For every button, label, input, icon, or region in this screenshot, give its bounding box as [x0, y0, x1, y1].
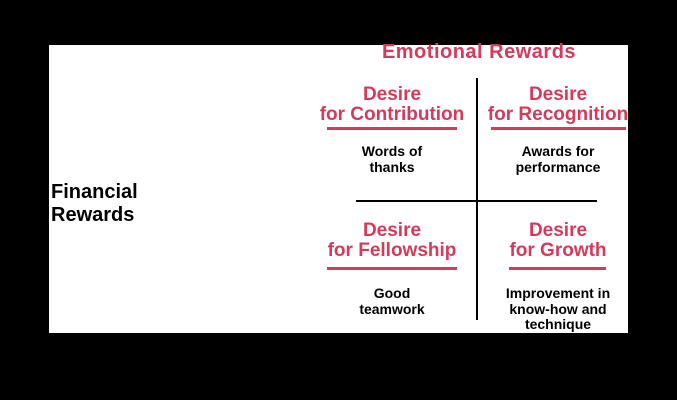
- quadrant-title-line2: for Recognition: [487, 104, 629, 125]
- quadrant-caption-line3: technique: [524, 316, 592, 332]
- quadrant-caption-fellowship: Good teamwork: [312, 285, 472, 317]
- quadrant-title-underline-recognition: [491, 127, 626, 130]
- quadrant-title-line1: Desire: [528, 220, 588, 241]
- quadrant-caption-line2: thanks: [369, 158, 415, 175]
- quadrant-title-line1: Desire: [362, 220, 422, 241]
- quadrant-title-fellowship: Desire for Fellowship: [312, 221, 472, 261]
- quadrant-title-recognition: Desire for Recognition: [478, 85, 638, 125]
- quadrant-caption-line2: performance: [515, 158, 601, 175]
- quadrant-title-growth: Desire for Growth: [478, 221, 638, 261]
- quadrant-caption-line1: Awards for: [521, 143, 595, 159]
- horizontal-divider-line: [356, 200, 597, 202]
- financial-label-line1: Financial: [51, 181, 138, 203]
- vertical-divider-line: [476, 78, 478, 320]
- emotional-rewards-axis-title: Emotional Rewards: [381, 41, 577, 63]
- quadrant-title-underline-fellowship: [327, 267, 457, 270]
- quadrant-title-line2: for Contribution: [319, 104, 465, 125]
- quadrant-caption-line1: Words of: [361, 143, 423, 159]
- financial-rewards-axis-title: Financial Rewards: [51, 181, 171, 227]
- quadrant-caption-line2: teamwork: [359, 300, 425, 317]
- quadrant-title-line2: for Growth: [509, 240, 607, 261]
- financial-label-line2: Rewards: [51, 204, 135, 226]
- quadrant-caption-line1: Good: [373, 285, 411, 301]
- quadrant-title-line1: Desire: [362, 84, 422, 105]
- quadrant-title-underline-contribution: [327, 127, 457, 130]
- quadrant-caption-contribution: Words of thanks: [312, 143, 472, 175]
- quadrant-title-line1: Desire: [528, 84, 588, 105]
- quadrant-caption-line2: know-how and: [509, 300, 607, 317]
- quadrant-caption-growth: Improvement in know-how and technique: [478, 285, 638, 333]
- quadrant-caption-line1: Improvement in: [505, 285, 611, 301]
- quadrant-title-contribution: Desire for Contribution: [312, 85, 472, 125]
- quadrant-title-underline-growth: [509, 267, 606, 270]
- quadrant-caption-recognition: Awards for performance: [478, 143, 638, 175]
- quadrant-title-line2: for Fellowship: [327, 240, 457, 261]
- diagram-panel: Emotional Rewards Financial Rewards Desi…: [49, 41, 628, 333]
